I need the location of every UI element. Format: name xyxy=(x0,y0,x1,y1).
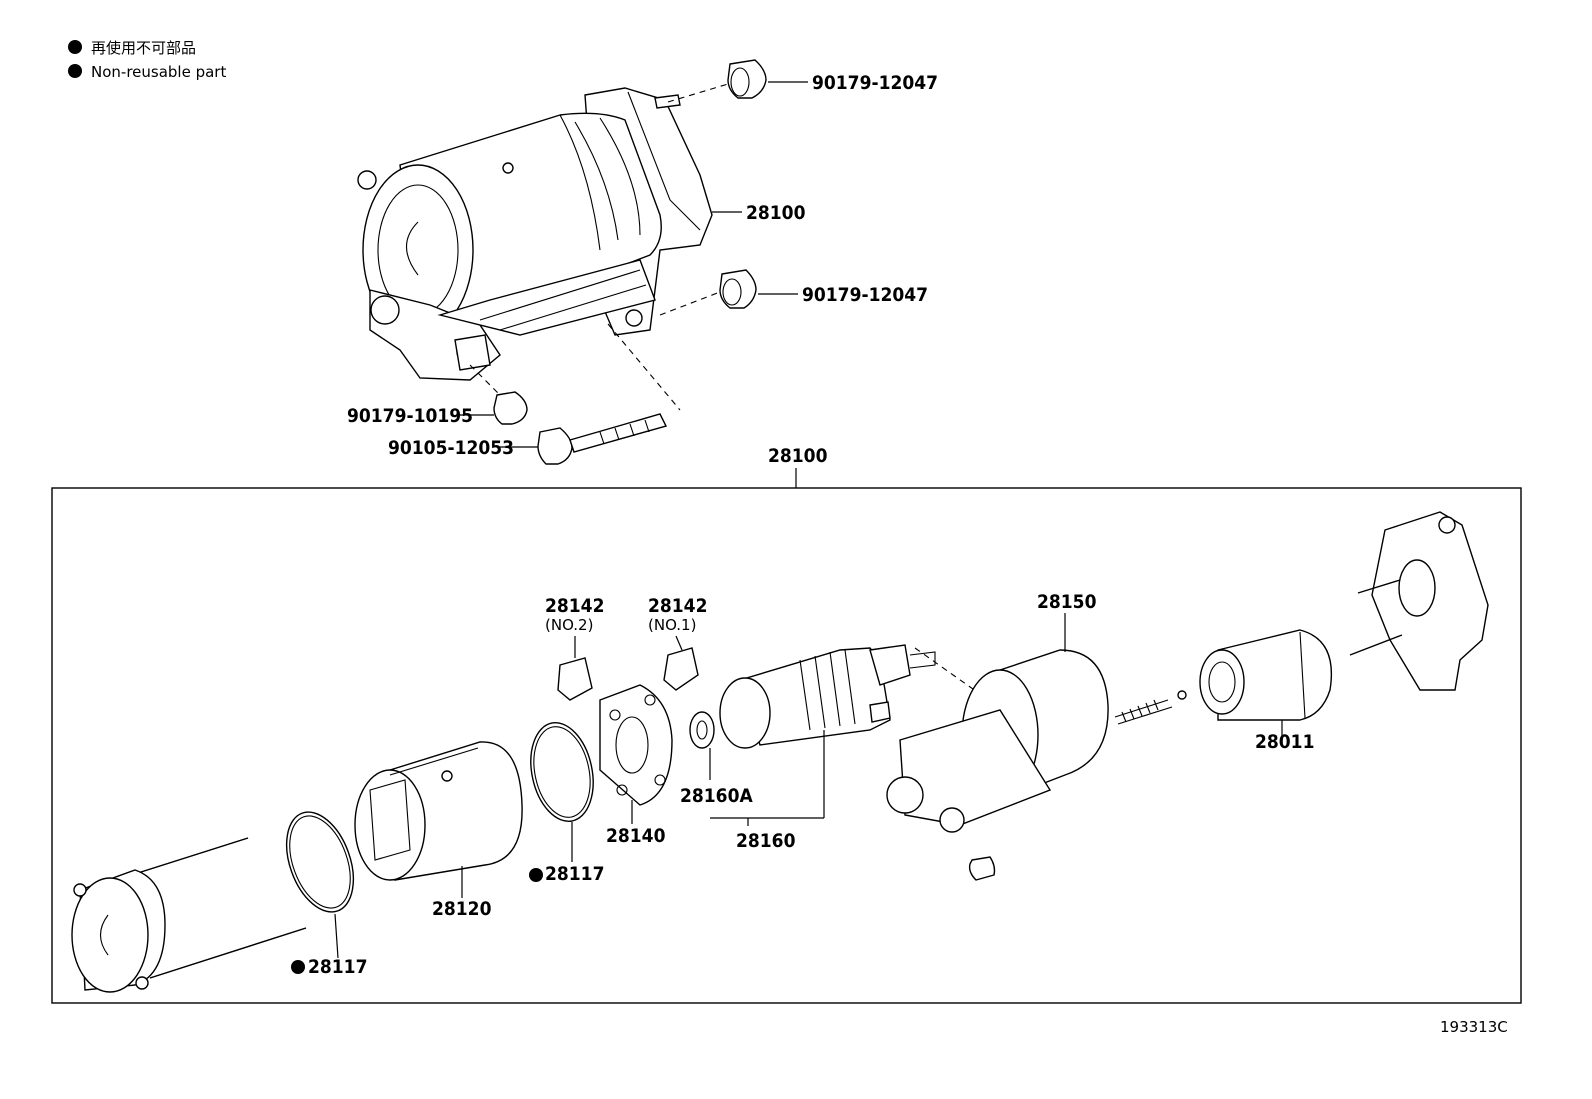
label-nut-terminal: 90179-10195 xyxy=(347,405,473,427)
legend: 再使用不可部品 Non-reusable part xyxy=(68,39,226,81)
label-bolt: 90105-12053 xyxy=(388,437,514,459)
label-nut-top: 90179-12047 xyxy=(812,72,938,94)
bearing xyxy=(689,711,715,780)
drive-housing xyxy=(1349,511,1489,691)
nut-top xyxy=(667,59,808,103)
o-ring-left xyxy=(285,811,355,959)
label-brush-holder: 28140 xyxy=(606,825,666,847)
starter-assembly-drawing xyxy=(357,87,742,381)
non-reusable-icon xyxy=(529,868,543,882)
diagram-id: 193313C xyxy=(1440,1018,1508,1036)
nut-middle xyxy=(659,269,798,316)
legend-line-en: Non-reusable part xyxy=(91,63,226,81)
non-reusable-icon xyxy=(68,40,82,54)
label-nut-mid: 90179-12047 xyxy=(802,284,928,306)
yoke xyxy=(354,741,523,898)
non-reusable-icon xyxy=(291,960,305,974)
mounting-bolt xyxy=(500,323,681,465)
o-ring-right xyxy=(530,721,594,862)
starter-clutch xyxy=(1199,629,1333,740)
label-starter-assy: 28100 xyxy=(746,202,806,224)
label-magnetic-switch: 28150 xyxy=(1037,591,1097,613)
brush-holder xyxy=(599,684,673,824)
group-title: 28100 xyxy=(768,445,828,467)
label-clutch: 28011 xyxy=(1255,731,1314,753)
label-brush-no2: 28142 xyxy=(545,595,604,617)
label-brush-no1: 28142 xyxy=(648,595,707,617)
label-yoke: 28120 xyxy=(432,898,492,920)
exploded-view-frame xyxy=(51,487,1522,1004)
label-armature: 28160 xyxy=(736,830,796,852)
label-brush-no1-sub: (NO.1) xyxy=(648,616,696,634)
brush-no1 xyxy=(663,635,699,691)
magnetic-switch xyxy=(869,613,1109,881)
label-o-ring-right: 28117 xyxy=(545,863,604,885)
brush-no2 xyxy=(557,636,593,701)
label-brush-no2-sub: (NO.2) xyxy=(545,616,593,634)
nut-terminal xyxy=(458,364,528,425)
non-reusable-icon xyxy=(68,64,82,78)
spring xyxy=(1114,690,1187,725)
armature xyxy=(710,644,936,826)
label-o-ring-left: 28117 xyxy=(308,956,367,978)
label-bearing: 28160A xyxy=(680,785,753,807)
legend-line-jp: 再使用不可部品 xyxy=(91,39,196,57)
end-frame xyxy=(71,837,307,993)
